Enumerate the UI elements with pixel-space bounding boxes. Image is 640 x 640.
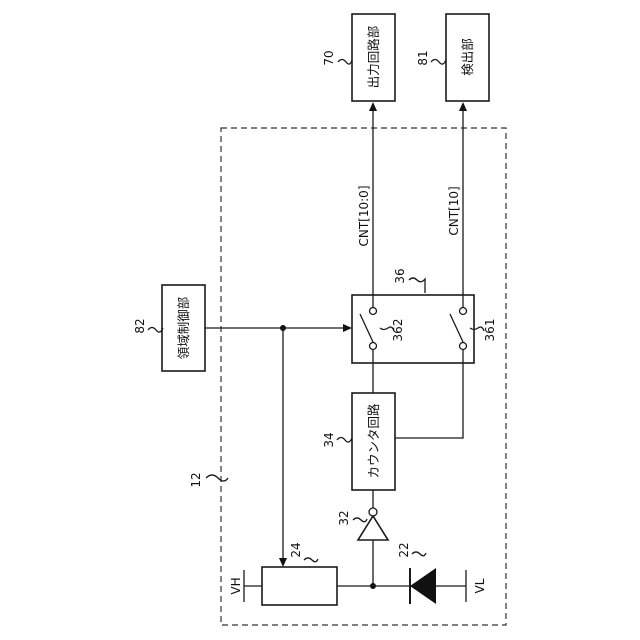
detector-ref-leader	[431, 60, 446, 65]
switch-ref: 36	[393, 268, 407, 283]
counter-label: カウンタ回路	[366, 403, 381, 479]
region-control-label: 領域制御部	[176, 297, 191, 360]
switch-box	[352, 295, 474, 363]
cnt-all-label: CNT[10:0]	[357, 186, 371, 247]
control-arrow	[343, 324, 352, 332]
switch-361-ref: 361	[483, 319, 497, 342]
counter-ref-leader	[337, 438, 352, 443]
inverter-ref: 32	[337, 510, 351, 525]
output-circuit-label: 出力回路部	[366, 26, 381, 89]
region-ref-leader	[148, 328, 163, 333]
chip-ref-label: 12	[189, 472, 203, 487]
output-circuit-ref: 70	[322, 50, 336, 65]
counter-ref: 34	[322, 432, 336, 447]
switch-362-ref: 362	[391, 319, 405, 342]
switch-ref-leader	[409, 278, 425, 293]
output-ref-leader	[338, 60, 352, 65]
switch-361-top-contact	[460, 308, 467, 315]
vl-label: VL	[473, 578, 487, 593]
vh-label: VH	[229, 577, 243, 594]
resistor-box	[262, 567, 337, 605]
diode-ref-leader	[412, 552, 426, 556]
detector-ref: 81	[416, 50, 430, 65]
diode-triangle	[410, 568, 436, 604]
cnt-msb-arrow	[459, 102, 467, 111]
switch-362-bottom-contact	[370, 343, 377, 350]
diode-ref: 22	[397, 542, 411, 557]
inverter-triangle	[358, 516, 388, 540]
cnt-all-arrow	[369, 102, 377, 111]
inverter-ref-leader	[353, 518, 367, 522]
resistor-ref-leader	[304, 558, 318, 562]
chip-ref-leader	[206, 475, 228, 481]
region-control-ref: 82	[133, 318, 147, 333]
switch-362-top-contact	[370, 308, 377, 315]
switch-361-bottom-contact	[460, 343, 467, 350]
cnt-msb-label: CNT[10]	[447, 186, 461, 235]
detector-label: 検出部	[460, 38, 475, 76]
resistor-arrow	[279, 558, 287, 567]
resistor-ref: 24	[289, 542, 303, 557]
